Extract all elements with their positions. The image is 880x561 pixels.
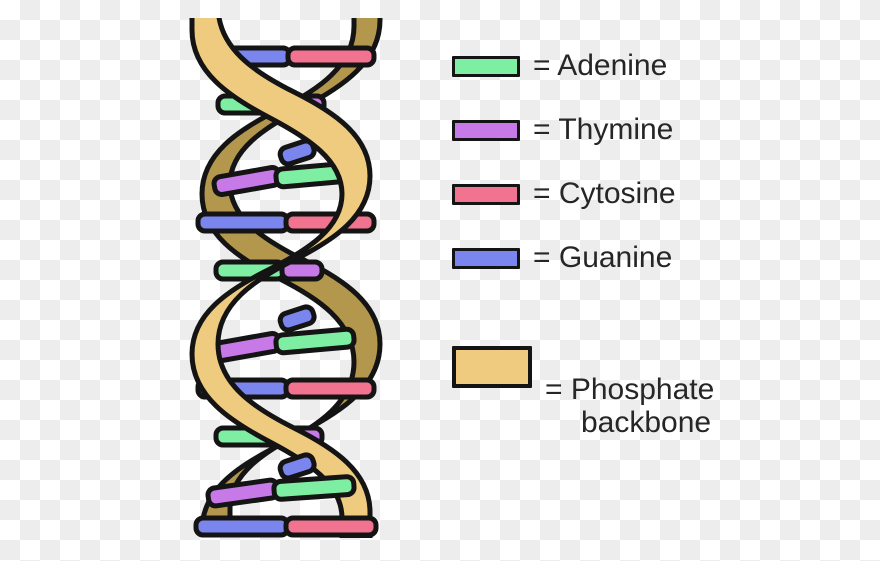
legend-item-adenine: = Adenine	[452, 34, 852, 98]
base-guanine	[277, 452, 317, 481]
base-pair-group-lower	[193, 452, 379, 538]
legend-label-phosphate-backbone: = Phosphate backbone	[545, 342, 714, 472]
base-pair-row	[211, 326, 357, 363]
cytosine-swatch	[452, 183, 520, 205]
legend-label-line2: backbone	[581, 405, 712, 439]
legend-item-phosphate-backbone: = Phosphate backbone	[452, 342, 852, 472]
base-cytosine	[283, 515, 379, 538]
legend-label-adenine: = Adenine	[533, 48, 668, 82]
base-guanine	[277, 304, 317, 333]
base-adenine	[273, 326, 357, 356]
legend-item-thymine: = Thymine	[452, 98, 852, 162]
base-guanine	[193, 515, 291, 538]
base-pair-row	[277, 452, 317, 481]
guanine-swatch	[452, 247, 520, 269]
legend-label-thymine: = Thymine	[533, 112, 674, 146]
base-thymine	[205, 477, 281, 509]
legend-label-cytosine: = Cytosine	[533, 176, 676, 210]
base-adenine	[271, 474, 357, 502]
legend-item-guanine: = Guanine	[452, 226, 852, 290]
base-thymine	[211, 331, 283, 363]
legend-label-guanine: = Guanine	[533, 240, 673, 274]
base-cytosine	[285, 45, 377, 68]
base-cytosine	[283, 377, 377, 400]
dna-double-helix	[168, 18, 404, 538]
base-pair-row	[205, 474, 357, 509]
base-pair-row	[277, 304, 317, 333]
base-thymine	[279, 259, 325, 282]
legend: = Adenine = Thymine = Cytosine = Guanine…	[452, 34, 852, 472]
legend-label-line1: = Phosphate	[545, 373, 715, 407]
base-guanine	[195, 211, 291, 234]
legend-item-cytosine: = Cytosine	[452, 162, 852, 226]
base-pair-row	[193, 515, 379, 538]
front-strand	[189, 18, 373, 538]
adenine-swatch	[452, 55, 520, 77]
thymine-swatch	[452, 119, 520, 141]
phosphate-backbone-swatch	[452, 346, 532, 388]
dna-helix-svg	[189, 18, 383, 538]
